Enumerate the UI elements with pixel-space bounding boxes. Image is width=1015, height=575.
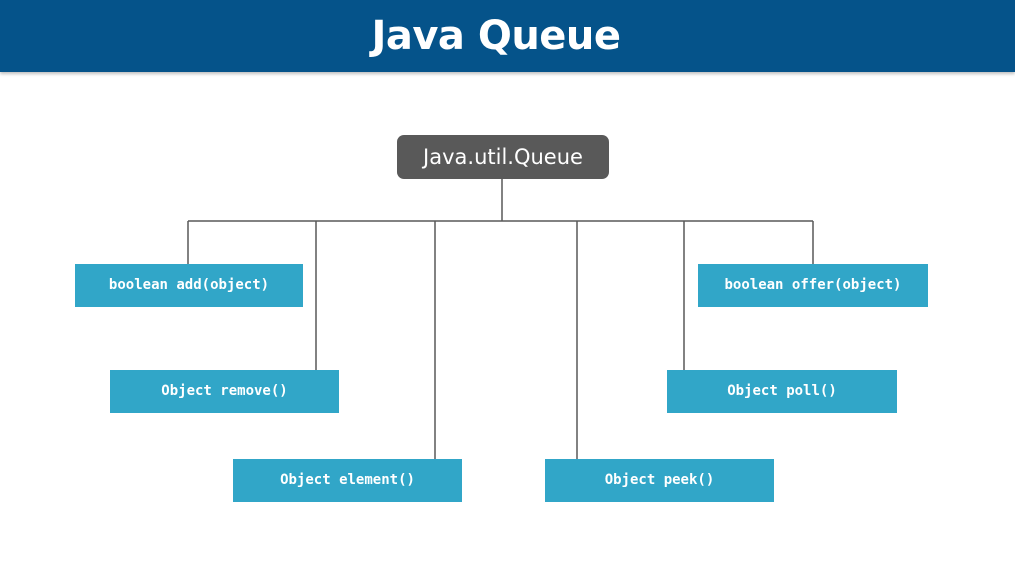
method-node-poll: Object poll() xyxy=(667,370,897,413)
method-node-element: Object element() xyxy=(233,459,462,502)
method-node-add: boolean add(object) xyxy=(75,264,303,307)
method-node-remove: Object remove() xyxy=(110,370,339,413)
method-node-peek: Object peek() xyxy=(545,459,774,502)
page-title: Java Queue xyxy=(371,13,621,59)
method-node-offer: boolean offer(object) xyxy=(698,264,928,307)
root-node-java-util-queue: Java.util.Queue xyxy=(397,135,609,179)
header-bar: Java Queue xyxy=(0,0,1015,72)
